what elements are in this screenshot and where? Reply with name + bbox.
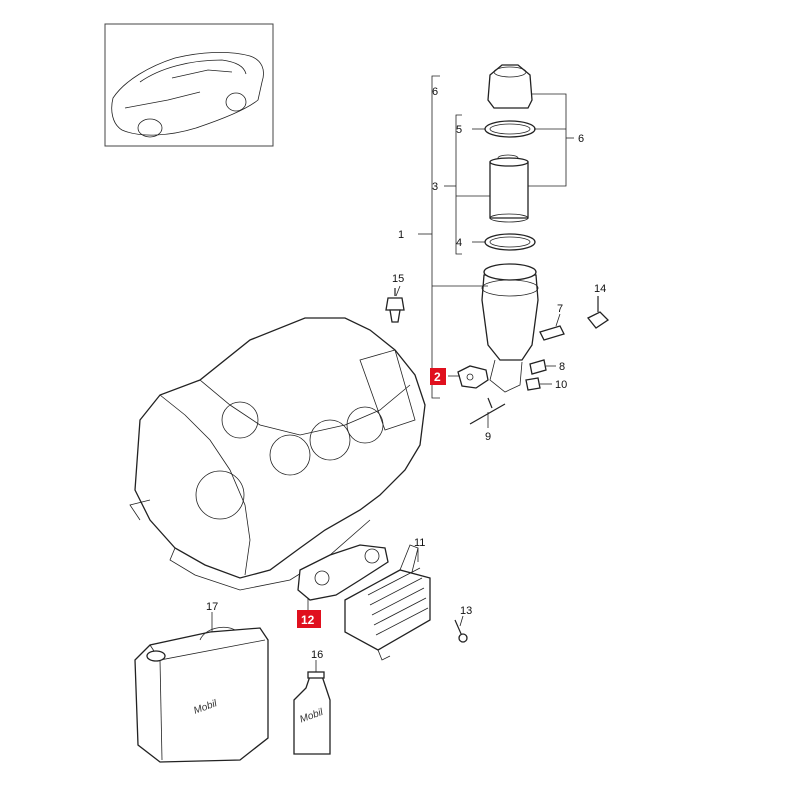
callout-5: 5 [456, 124, 462, 136]
callout-10: 10 [555, 379, 567, 391]
callout-7: 7 [557, 303, 563, 315]
callout-6-right: 6 [578, 133, 584, 145]
part-15-plug [385, 288, 405, 323]
part-16-oil-bottle: Mobil [293, 671, 331, 755]
part-11-oil-cooler [344, 544, 431, 661]
callout-8: 8 [559, 361, 565, 373]
part-8-bolt [529, 359, 547, 375]
callout-3: 3 [432, 181, 438, 193]
callout-9: 9 [485, 431, 491, 443]
part-13-bolt [454, 619, 468, 643]
engine-block [129, 317, 426, 591]
callout-16: 16 [311, 649, 323, 661]
callout-15: 15 [392, 273, 404, 285]
part-14-sensor [586, 296, 610, 329]
callout-14: 14 [594, 283, 606, 295]
callout-12-highlight: 12 [297, 610, 321, 628]
part-12-gasket [297, 544, 389, 601]
callout-1: 1 [398, 229, 404, 241]
part-7-bolt [539, 325, 565, 341]
part-10-plug [525, 377, 541, 391]
callout-2: 2 [434, 370, 441, 384]
callout-2-highlight: 2 [430, 368, 446, 385]
callout-11: 11 [414, 537, 425, 549]
callout-12: 12 [301, 613, 315, 627]
callouts: 6 5 3 1 4 6 15 14 7 8 10 9 11 13 16 17 2… [206, 86, 606, 661]
part-9-stud [469, 397, 506, 425]
callout-17: 17 [206, 601, 218, 613]
part-2-clip [457, 365, 489, 389]
callout-13: 13 [460, 605, 472, 617]
callout-6-left: 6 [432, 86, 438, 98]
vehicle-thumbnail [104, 23, 274, 147]
oil-filter-housing [481, 64, 539, 393]
callout-4: 4 [456, 237, 462, 249]
leader-lines [211, 75, 574, 672]
part-17-oil-canister: Mobil [134, 626, 269, 763]
